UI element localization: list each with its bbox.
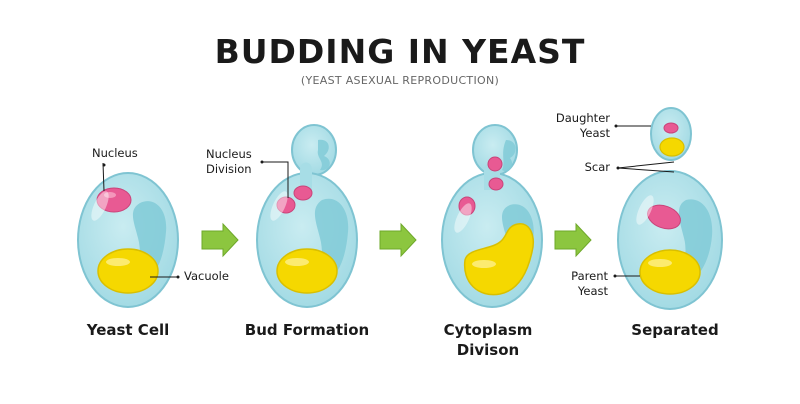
nucleus-b (293, 185, 313, 201)
stage-label-cytoplasm-line1: Cytoplasm (443, 321, 533, 339)
vacuole-callout: Vacuole (184, 269, 229, 284)
vacuole (639, 249, 701, 295)
vacuole (97, 248, 159, 294)
parent-yeast-callout: Parent Yeast (566, 269, 608, 299)
stage-label-yeast-cell: Yeast Cell (86, 321, 170, 339)
nucleus (647, 204, 681, 230)
page-subtitle: (YEAST ASEXUAL REPRODUCTION) (300, 74, 500, 87)
stage-label-cytoplasm-division: Cytoplasm Divison (418, 320, 558, 360)
daughter-yeast-label-line1: Daughter (555, 111, 610, 125)
yeast-cell-1 (77, 172, 179, 308)
vacuole-label: Vacuole (184, 269, 229, 283)
nucleus-parent (458, 196, 476, 216)
bud (291, 124, 337, 176)
nucleus-leader (102, 162, 105, 192)
page-title: BUDDING IN YEAST (214, 32, 586, 71)
stage-label-separated: Separated (631, 321, 719, 339)
yeast-cell-4 (617, 107, 723, 310)
parent-yeast-label-line1: Parent (571, 269, 608, 283)
nucleus-division-label-line2: Division (206, 162, 252, 176)
arrow-1 (201, 222, 239, 258)
nucleus-mid (488, 177, 504, 191)
scar-label: Scar (584, 160, 610, 174)
nucleus-division-label-line1: Nucleus (206, 147, 252, 161)
scar-leader-a (617, 161, 675, 169)
parent-yeast-label-line2: Yeast (577, 284, 608, 298)
nucleus-division-callout: Nucleus Division (206, 147, 252, 177)
yeast-cell-3 (441, 124, 543, 308)
nucleus-label: Nucleus (92, 146, 138, 160)
nucleus-callout: Nucleus (92, 146, 138, 161)
stage-label-cytoplasm-line2: Divison (456, 341, 520, 359)
nucleus-bud (487, 156, 503, 172)
stage-label-bud-formation: Bud Formation (244, 321, 370, 339)
yeast-cell-2 (256, 124, 358, 308)
nucleus-division-leader (262, 161, 289, 198)
scar-leader-b (617, 167, 675, 173)
arrow-2 (379, 222, 417, 258)
vacuole (463, 223, 534, 296)
nucleus-a (276, 196, 296, 214)
scar-callout: Scar (578, 160, 610, 175)
daughter-yeast-callout: Daughter Yeast (548, 111, 610, 141)
daughter-yeast-label-line2: Yeast (579, 126, 610, 140)
vacuole (276, 248, 338, 294)
arrow-3 (554, 222, 592, 258)
